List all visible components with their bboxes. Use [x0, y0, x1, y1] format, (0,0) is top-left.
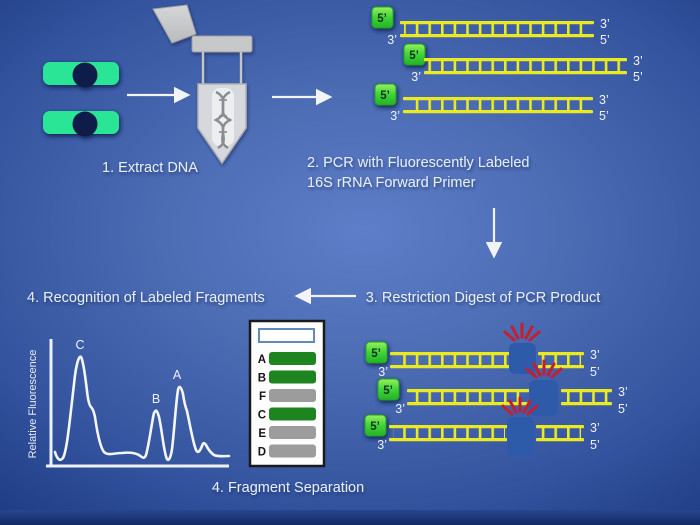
fluorescence-chromatogram: Relative Fluorescence C B A	[27, 338, 231, 468]
tube-liquid	[212, 88, 234, 146]
three-prime-left: 3’	[411, 70, 421, 84]
gel-separation-panel: A B F C E D	[248, 319, 326, 468]
pcr-product-2: 5’ 3’ 3’ 5’	[403, 43, 643, 84]
three-prime-right: 3’	[600, 17, 610, 31]
five-prime-right: 5’	[590, 438, 600, 452]
bacterial-cell-1	[43, 62, 119, 88]
gel-band	[269, 389, 316, 402]
three-prime-right: 3’	[618, 385, 628, 399]
five-prime-tag: 5’	[380, 90, 390, 102]
fluorophore-label: 5’	[377, 378, 400, 401]
gel-lane-letter: A	[258, 354, 266, 366]
three-prime-left: 3’	[390, 109, 400, 123]
gel-lane-letter: F	[259, 391, 266, 403]
chromatogram-trace	[53, 355, 231, 462]
five-prime-right: 5’	[600, 33, 610, 47]
tube-cap	[191, 35, 253, 53]
digested-product-1: 5’ 3’ 3’ 5’	[365, 322, 600, 379]
peak-label-c: C	[75, 338, 84, 352]
digested-product-3: 5’ 3’ 3’ 5’	[364, 396, 600, 456]
three-prime-left: 3’	[377, 438, 387, 452]
gel-band	[269, 407, 316, 421]
cell-nucleus	[72, 62, 98, 88]
step2-caption-line2: 16S rRNA Forward Primer	[307, 175, 476, 191]
cell-nucleus	[72, 111, 98, 137]
y-axis-label: Relative Fluorescence	[27, 350, 39, 459]
gel-lane-letter: D	[258, 447, 266, 459]
dna-helix-icon	[213, 90, 233, 150]
peak-label-a: A	[173, 368, 182, 382]
three-prime-right: 3’	[590, 348, 600, 362]
gel-lane-letter: E	[258, 428, 266, 440]
five-prime-right: 5’	[599, 109, 609, 123]
three-prime-right: 3’	[633, 54, 643, 68]
microcentrifuge-tube	[152, 4, 253, 165]
slide-footer-band	[0, 510, 700, 525]
restriction-enzyme	[507, 417, 534, 456]
pcr-product-1: 5’ 3’ 3’ 5’	[371, 6, 610, 47]
three-prime-right: 3’	[590, 421, 600, 435]
gel-lane-letter: B	[258, 373, 266, 385]
gel-band	[269, 370, 316, 384]
three-prime-right: 3’	[599, 93, 609, 107]
tube-lid	[152, 4, 197, 44]
five-prime-tag: 5’	[383, 385, 393, 397]
five-prime-tag: 5’	[370, 421, 380, 433]
fluorophore-label: 5’	[403, 43, 426, 66]
step4-recognition-caption: 4. Recognition of Labeled Fragments	[27, 290, 265, 306]
five-prime-tag: 5’	[409, 50, 419, 62]
gel-well	[258, 328, 315, 343]
digested-product-2: 5’ 3’ 3’ 5’	[377, 359, 628, 416]
three-prime-left: 3’	[387, 33, 397, 47]
fluorophore-label: 5’	[364, 414, 387, 437]
step1-caption: 1. Extract DNA	[102, 160, 198, 176]
step4-separation-caption: 4. Fragment Separation	[212, 480, 364, 496]
five-prime-right: 5’	[633, 70, 643, 84]
fluorophore-label: 5’	[365, 341, 388, 364]
five-prime-right: 5’	[618, 402, 628, 416]
pcr-product-3: 5’ 3’ 3’ 5’	[374, 83, 609, 123]
gel-band	[269, 444, 316, 458]
five-prime-tag: 5’	[377, 13, 387, 25]
five-prime-tag: 5’	[371, 348, 381, 360]
step2-caption-line1: 2. PCR with Fluorescently Labeled	[307, 155, 529, 171]
three-prime-left: 3’	[395, 402, 405, 416]
step3-caption: 3. Restriction Digest of PCR Product	[366, 290, 601, 306]
bacterial-cell-2	[43, 111, 119, 137]
fluorophore-label: 5’	[371, 6, 394, 29]
fluorophore-label: 5’	[374, 83, 397, 106]
peak-label-b: B	[152, 392, 160, 406]
three-prime-left: 3’	[378, 365, 388, 379]
gel-lane-letter: C	[258, 410, 266, 422]
restriction-enzyme	[509, 343, 536, 374]
five-prime-right: 5’	[590, 365, 600, 379]
gel-band	[269, 426, 316, 439]
gel-band	[269, 352, 316, 365]
